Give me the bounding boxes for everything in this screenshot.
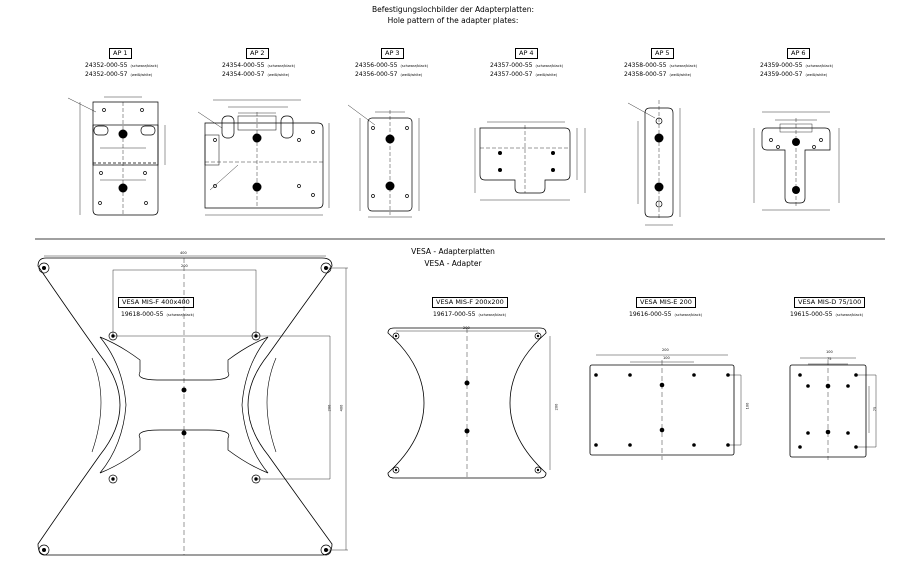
ap5-drawing: [627, 100, 681, 226]
ap6-code-1: 24359-000-55(schwarz/black): [760, 62, 833, 69]
ap5-code-1: 24358-000-55(schwarz/black): [624, 62, 697, 69]
ap4-code-2: 24357-000-57(weiß/white): [490, 71, 558, 78]
ap1-upper-pocket: [92, 124, 159, 166]
header-line-2: Hole pattern of the adapter plates:: [387, 16, 519, 25]
ap3-code-2: 24356-000-57(weiß/white): [355, 71, 423, 78]
vesa200-label: VESA MIS-F 200x200: [432, 297, 508, 308]
ap6-code-2: 24359-000-57(weiß/white): [760, 71, 828, 78]
ap4-drawing: [474, 121, 586, 201]
ap3-label: AP 3: [381, 48, 404, 59]
ap2-code-2: 24354-000-57(weiß/white): [222, 71, 290, 78]
ap2-label: AP 2: [246, 48, 269, 59]
vesa400-width-dim: 400: [180, 251, 187, 255]
vesa-e200-label: VESA MIS-E 200: [636, 297, 696, 308]
vesa400-label: VESA MIS-F 400x400: [118, 297, 194, 308]
vesa400-drawing: [37, 255, 348, 556]
vesa-d75-inner-dim: 75: [827, 357, 832, 361]
ap2-drawing: [197, 99, 330, 216]
ap6-drawing: [753, 111, 840, 211]
ap2-code-1: 24354-000-55(schwarz/black): [222, 62, 295, 69]
vesa-e200-width-dim: 200: [662, 348, 669, 352]
vesa-header-line-2: VESA - Adapter: [424, 259, 482, 268]
ap4-code-1: 24357-000-55(schwarz/black): [490, 62, 563, 69]
vesa-d75-drawing: [789, 357, 877, 460]
ap4-label: AP 4: [515, 48, 538, 59]
ap5-label: AP 5: [651, 48, 674, 59]
ap1-code-2: 24352-000-57(weiß/white): [85, 71, 153, 78]
vesa400-inner-dim: 200: [181, 264, 188, 268]
vesa-e200-inner-dim: 100: [663, 356, 670, 360]
ap3-drawing: [347, 104, 420, 218]
header-line-1: Befestigungslochbilder der Adapterplatte…: [371, 5, 534, 14]
ap1-drawing: [67, 96, 166, 216]
ap5-code-2: 24358-000-57(weiß/white): [624, 71, 692, 78]
vesa-d75-label: VESA MIS-D 75/100: [794, 297, 866, 308]
vesa-e200-code: 19616-000-55(schwarz/black): [629, 311, 702, 318]
vesa-d75-code: 19615-000-55(schwarz/black): [790, 311, 863, 318]
vesa-d75-width-dim: 100: [826, 350, 833, 354]
ap1-label: AP 1: [109, 48, 132, 59]
vesa-header-line-1: VESA - Adapterplatten: [411, 247, 495, 256]
ap3-code-1: 24356-000-55(schwarz/black): [355, 62, 428, 69]
vesa200-code: 19617-000-55(schwarz/black): [433, 311, 506, 318]
vesa400-code: 19618-000-55(schwarz/black): [121, 311, 194, 318]
vesa200-drawing: [387, 327, 551, 479]
ap1-code-1: 24352-000-55(schwarz/black): [85, 62, 158, 69]
ap6-label: AP 6: [787, 48, 810, 59]
vesa-e200-drawing: [589, 354, 742, 460]
